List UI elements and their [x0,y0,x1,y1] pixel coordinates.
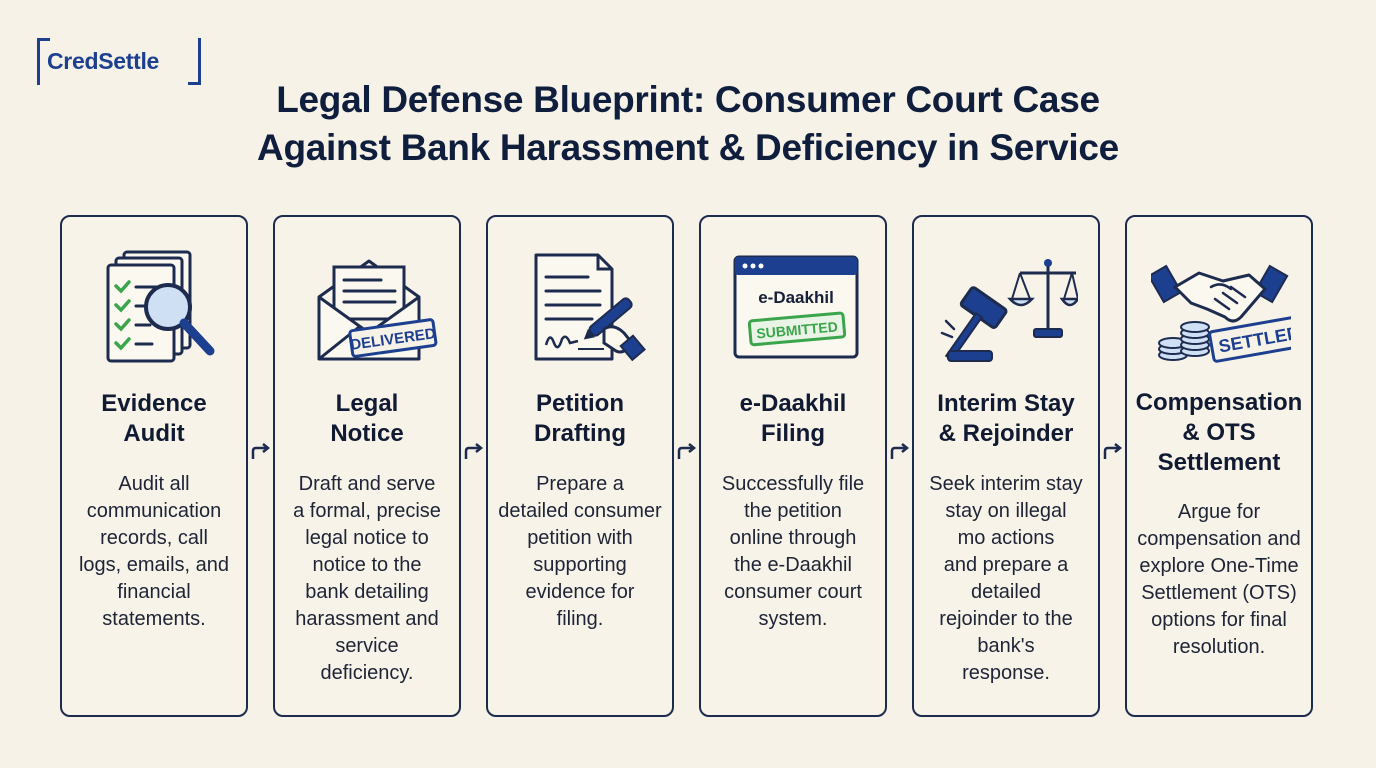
desc-line: options for final [1151,609,1287,631]
step-heading: Evidence Audit [66,389,242,449]
step-card-e-daakhil-filing: e-Daakhil SUBMITTED e-Daakhil Filing Suc… [699,215,887,717]
flow-arrow-icon [251,443,271,459]
desc-line: legal notice to [305,527,429,549]
flow-arrow-icon [464,443,484,459]
desc-line: filing. [556,608,604,630]
heading-line: Notice [330,420,404,447]
heading-line: Interim Stay [937,390,1075,417]
step-heading: Legal Notice [279,389,455,449]
gavel-scales-icon [940,259,1078,362]
desc-line: resolution. [1172,636,1266,658]
flow-arrow-icon [1103,443,1123,459]
desc-line: system. [758,608,828,630]
desc-line: Successfully file [721,473,865,495]
desc-line: Argue for [1177,501,1261,523]
page-title: Legal Defense Blueprint: Consumer Court … [0,76,1376,172]
window-label: e-Daakhil [758,288,834,307]
heading-line: Settlement [1157,449,1281,476]
heading-line: e-Daakhil [739,390,847,417]
desc-line: compensation and [1137,528,1301,550]
step-description: Seek interim stay stay on illegal mo act… [918,471,1094,687]
desc-line: Audit all [118,473,190,495]
heading-line: & Rejoinder [938,420,1074,447]
desc-line: stay on illegal [945,500,1067,522]
desc-line: response. [962,662,1050,684]
brand-name: CredSettle [47,48,160,74]
desc-line: and prepare a [943,554,1069,576]
desc-line: evidence for [525,581,635,603]
step-card-compensation-ots: SETTLED Compensation & OTS Settlement Ar… [1125,215,1313,717]
flow-arrow-icon [890,443,910,459]
step-heading: e-Daakhil Filing [705,389,881,449]
desc-line: rejoinder to the [939,608,1073,630]
desc-line: consumer court [724,581,862,603]
heading-line: Evidence [101,390,207,417]
heading-line: Filing [761,420,825,447]
desc-line: Seek interim stay [929,473,1083,495]
step-description: Successfully file the petition online th… [705,471,881,633]
step-heading: Petition Drafting [492,389,668,449]
desc-line: a formal, precise [293,500,441,522]
desc-line: statements. [102,608,206,630]
step-description: Audit all communication records, call lo… [66,471,242,633]
desc-line: online through [729,527,857,549]
heading-line: Drafting [534,420,626,447]
desc-line: petition with [527,527,633,549]
desc-line: communication [86,500,222,522]
desc-line: detailed [970,581,1042,603]
desc-line: records, call [100,527,208,549]
desc-line: service [335,635,399,657]
title-line-2: Against Bank Harassment & Deficiency in … [257,127,1119,168]
step-card-evidence-audit: Evidence Audit Audit all communication r… [60,215,248,717]
desc-line: Draft and serve [298,473,436,495]
flow-arrow-icon [677,443,697,459]
desc-line: explore One-Time [1139,555,1299,577]
submitted-stamp: SUBMITTED [756,318,839,341]
desc-line: mo actions [957,527,1055,549]
step-card-interim-stay: Interim Stay & Rejoinder Seek interim st… [912,215,1100,717]
desc-line: the e-Daakhil [734,554,852,576]
logo-bracket-left [37,38,50,85]
heading-line: Compensation [1135,389,1303,416]
step-heading: Compensation & OTS Settlement [1131,388,1307,478]
step-card-petition-drafting: Petition Drafting Prepare a detailed con… [486,215,674,717]
step-description: Argue for compensation and explore One-T… [1131,499,1307,661]
desc-line: financial [117,581,191,603]
heading-line: Legal [335,390,399,417]
desc-line: Prepare a [536,473,624,495]
title-line-1: Legal Defense Blueprint: Consumer Court … [276,79,1100,120]
desc-line: harassment and [295,608,439,630]
desc-line: bank's [977,635,1035,657]
desc-line: logs, emails, and [78,554,230,576]
envelope-delivered-icon: DELIVERED [307,259,438,361]
step-card-legal-notice: DELIVERED Legal Notice Draft and serve a… [273,215,461,717]
document-magnifier-icon [106,250,215,363]
heading-line: Audit [123,420,185,447]
desc-line: notice to the [312,554,422,576]
desc-line: bank detailing [305,581,429,603]
heading-line: & OTS [1182,419,1256,446]
heading-line: Petition [536,390,624,417]
petition-signing-icon [534,253,646,362]
logo-bracket-right [188,38,201,85]
desc-line: detailed consumer [498,500,662,522]
step-description: Prepare a detailed consumer petition wit… [492,471,668,633]
desc-line: Settlement (OTS) [1141,582,1297,604]
step-description: Draft and serve a formal, precise legal … [279,471,455,687]
handshake-coins-icon: SETTLED [1151,264,1291,363]
browser-submitted-icon: e-Daakhil SUBMITTED [733,255,859,359]
desc-line: the petition [744,500,842,522]
desc-line: deficiency. [320,662,414,684]
desc-line: supporting [533,554,627,576]
step-heading: Interim Stay & Rejoinder [918,389,1094,449]
brand-logo: CredSettle [37,38,201,85]
